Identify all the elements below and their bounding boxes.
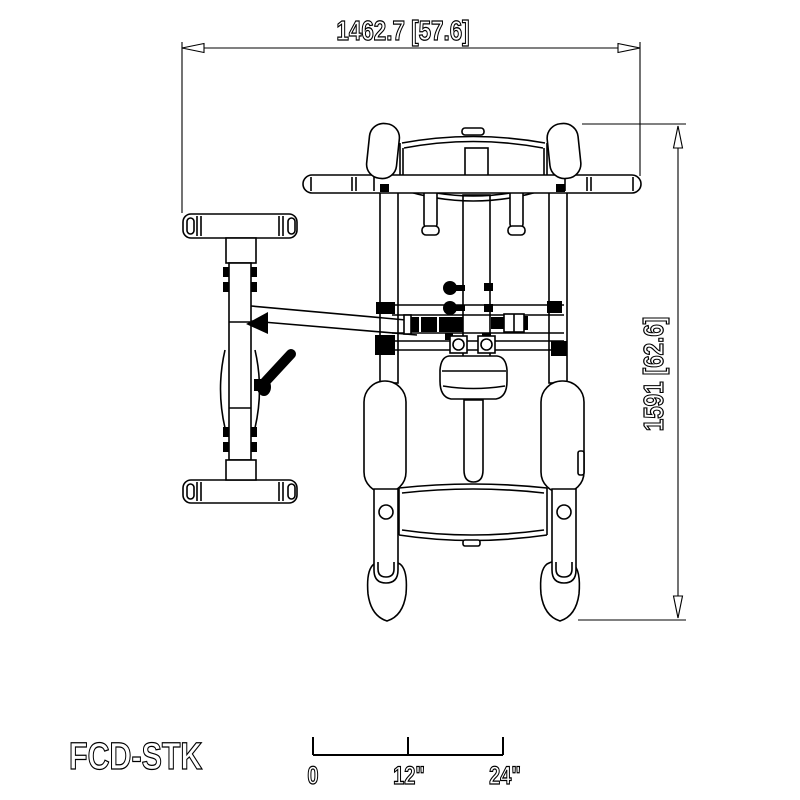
dip-handles [421, 185, 526, 236]
left-arm-pad [365, 122, 401, 180]
adjustment-knob [443, 281, 457, 295]
arrowhead-left [181, 42, 205, 54]
stack-shroud-left-edge [219, 349, 226, 429]
seat-pad [439, 355, 508, 400]
width-dimension-label: 1462.7 [57.6] [336, 16, 469, 47]
center-column-top [464, 147, 489, 177]
width-dimension: 1462.7 [57.6] [181, 15, 641, 213]
tower-front-foot [182, 213, 298, 239]
arrowhead-right [617, 42, 641, 54]
model-label: FCD-STK [69, 736, 203, 778]
pad-side-tab [577, 450, 585, 476]
main-machine [246, 122, 642, 622]
pivot-bolt [556, 504, 572, 520]
left-knee-pad [363, 380, 407, 494]
center-column [462, 194, 491, 358]
bolt-plates [445, 333, 496, 354]
adjustment-lever [254, 349, 296, 396]
adjustment-hub [403, 281, 528, 335]
arm-pads [365, 122, 582, 180]
adjustment-knob [443, 301, 457, 315]
right-knee-pad [540, 380, 585, 494]
center-column-lower [463, 399, 484, 483]
arrowhead-down [672, 595, 684, 619]
pivot-bolt [378, 504, 394, 520]
grip-bar [302, 174, 642, 194]
beam-coupler [246, 312, 268, 334]
arrowhead-up [672, 125, 684, 149]
foot-arms [373, 488, 577, 584]
base-platform [398, 483, 548, 547]
tower-spine [219, 237, 261, 481]
foot-pads [366, 559, 581, 622]
right-arm-pad [546, 122, 582, 180]
scale-tick-0: 0 [307, 762, 318, 790]
weight-stack-tower [182, 213, 298, 504]
tower-rear-foot [182, 479, 298, 504]
rail-clamps [375, 301, 567, 356]
connecting-beam [246, 305, 418, 336]
scale-tick-24: 24" [489, 762, 521, 790]
depth-dimension: 1591 [62.6] [578, 123, 686, 621]
scale-tick-12: 12" [393, 762, 425, 790]
depth-dimension-label: 1591 [62.6] [639, 317, 670, 432]
backrest-top-tab [461, 127, 485, 136]
scale-bar: 0 12" 24" [307, 737, 521, 790]
